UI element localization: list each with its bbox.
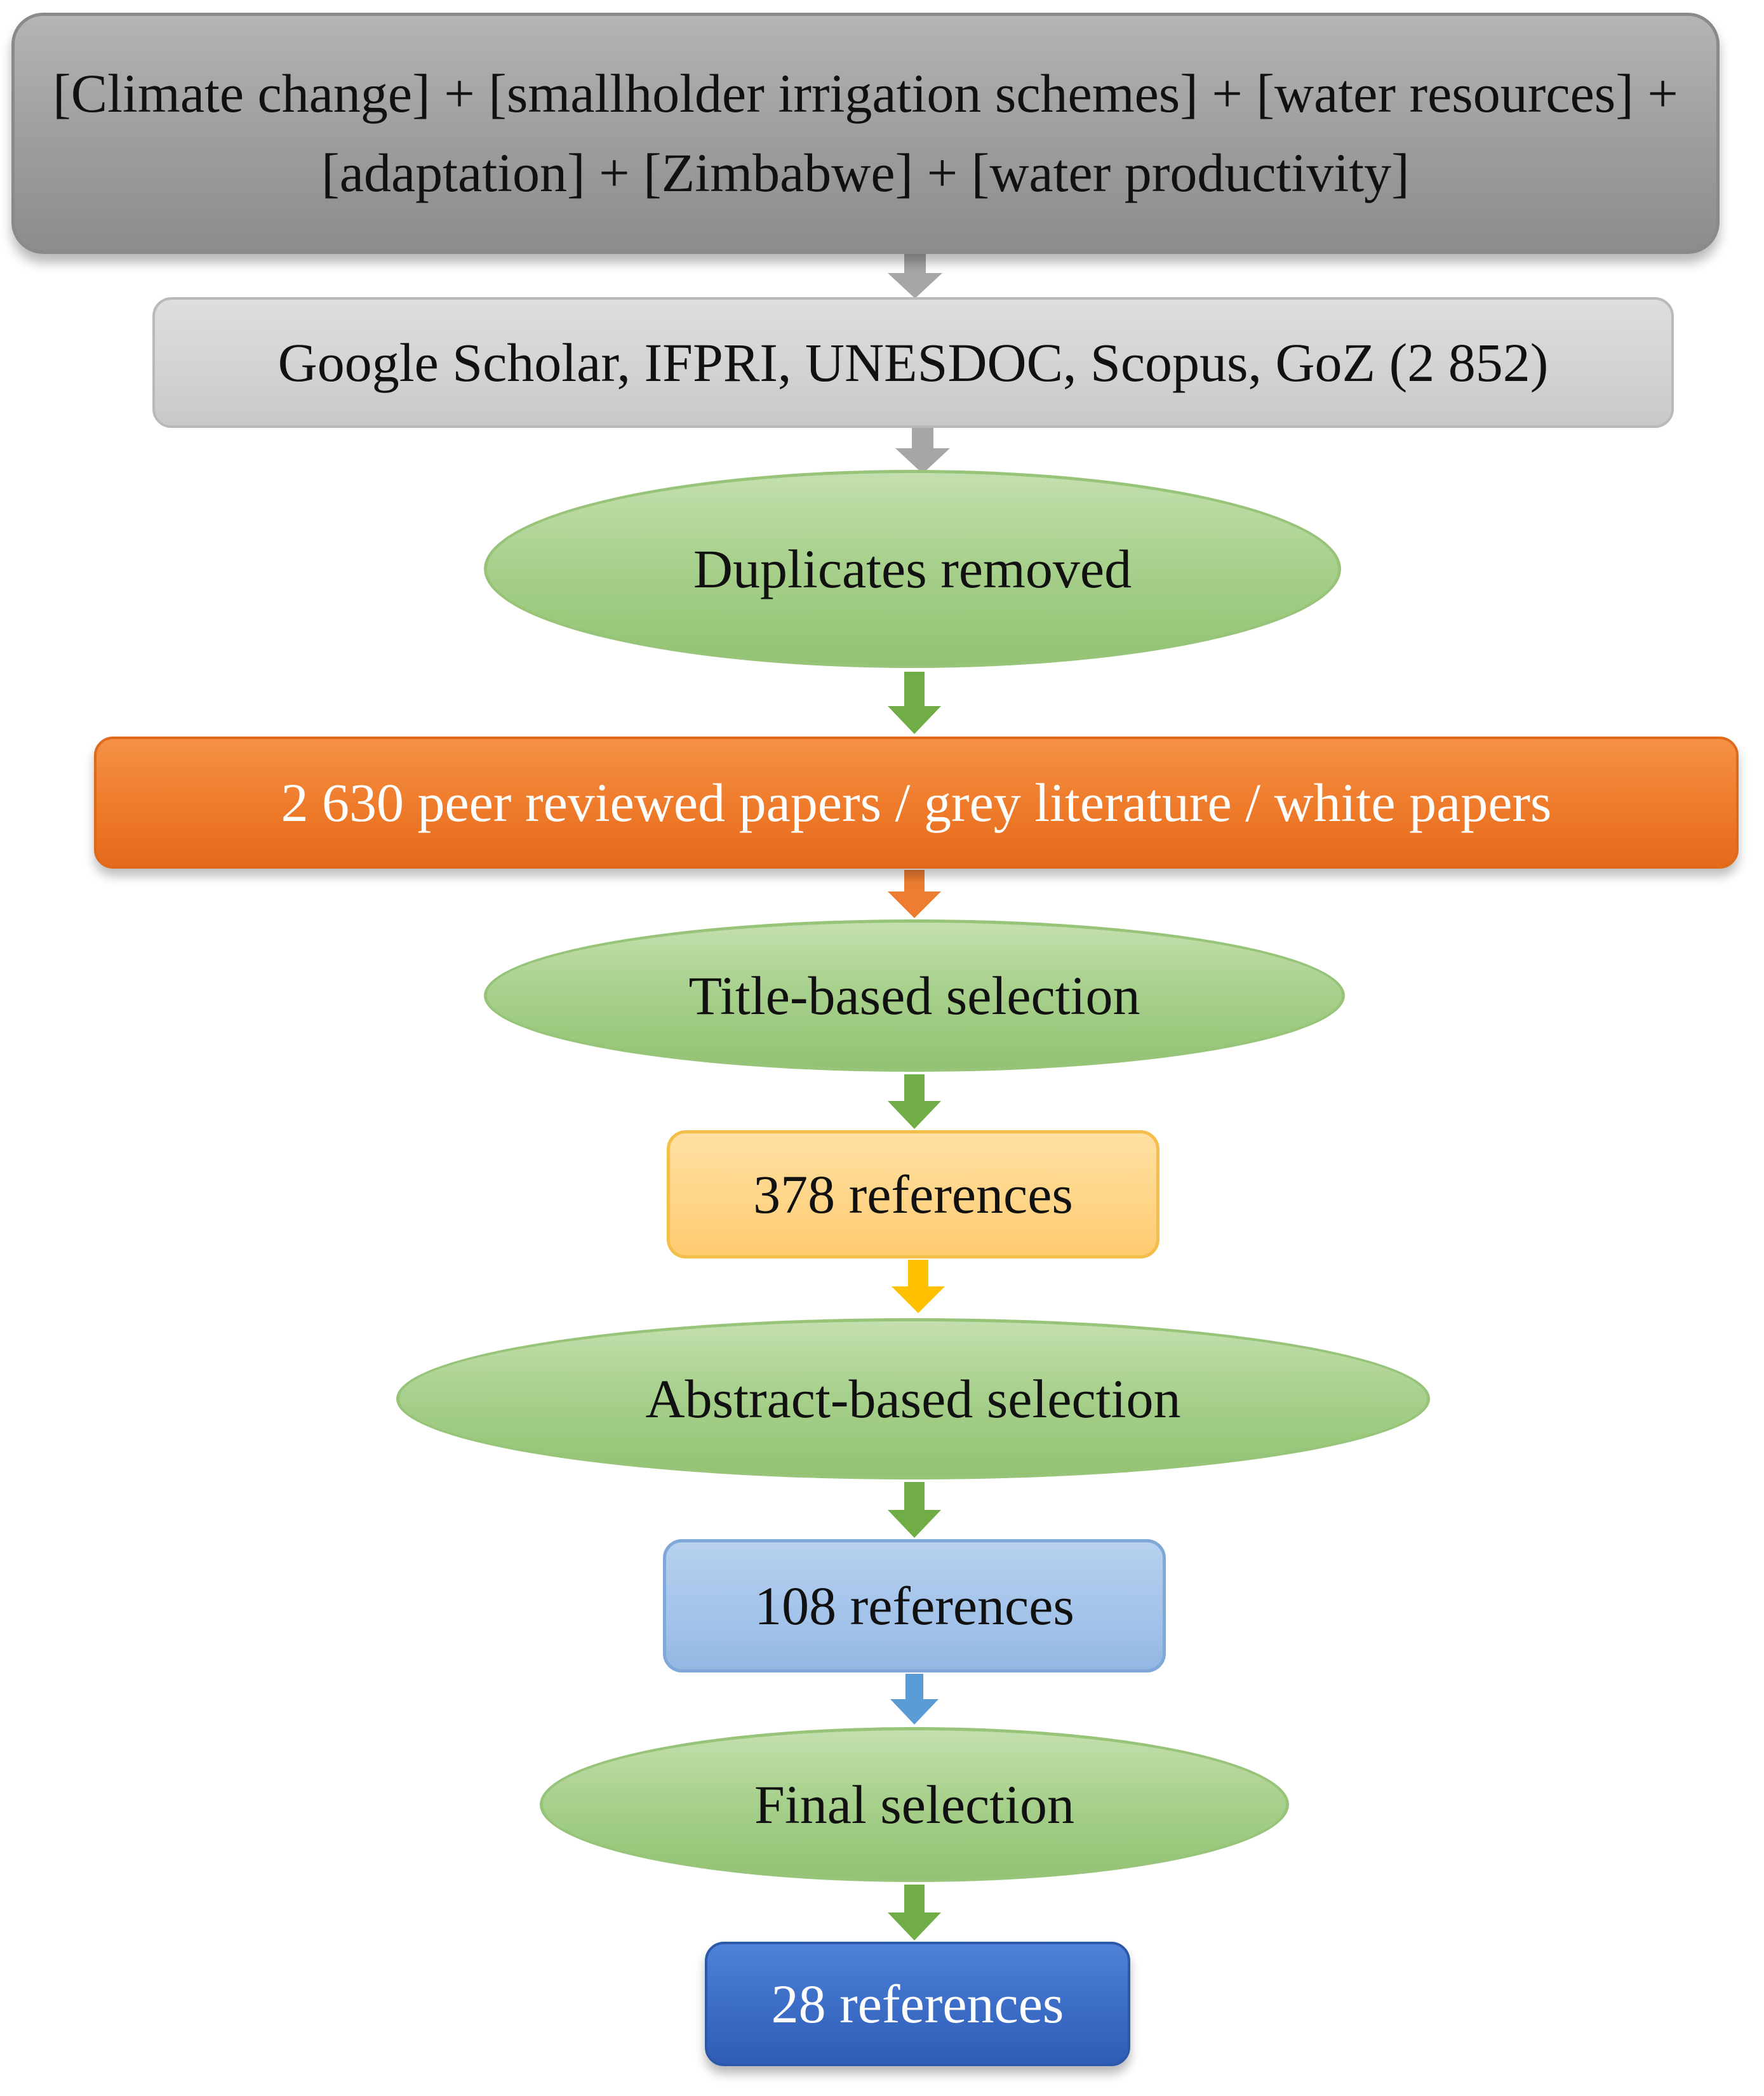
arrow-title-to-378	[888, 1074, 941, 1129]
references-108-box: 108 references	[663, 1539, 1166, 1672]
arrow-final-to-28	[888, 1885, 941, 1940]
arrow-query-to-databases	[888, 253, 942, 298]
duplicates-removed-ellipse: Duplicates removed	[484, 470, 1341, 668]
databases-box: Google Scholar, IFPRI, UNESDOC, Scopus, …	[152, 297, 1674, 428]
final-selection-text: Final selection	[754, 1773, 1074, 1835]
papers-2630-text: 2 630 peer reviewed papers / grey litera…	[281, 771, 1552, 833]
title-selection-ellipse: Title-based selection	[484, 919, 1345, 1072]
title-selection-text: Title-based selection	[688, 965, 1140, 1026]
duplicates-removed-text: Duplicates removed	[693, 538, 1132, 599]
references-108-text: 108 references	[754, 1575, 1074, 1636]
arrow-duplicates-to-papers	[888, 672, 941, 734]
abstract-selection-text: Abstract-based selection	[645, 1368, 1181, 1429]
references-28-box: 28 references	[705, 1942, 1130, 2066]
search-query-text: [Climate change] + [smallholder irrigati…	[53, 63, 1678, 203]
final-selection-ellipse: Final selection	[540, 1727, 1289, 1882]
arrow-378-to-abstract	[892, 1260, 945, 1313]
references-378-text: 378 references	[753, 1163, 1073, 1225]
references-28-text: 28 references	[771, 1973, 1064, 2034]
arrow-papers-to-title	[888, 870, 941, 918]
abstract-selection-ellipse: Abstract-based selection	[396, 1318, 1430, 1479]
references-378-box: 378 references	[667, 1130, 1159, 1258]
arrow-108-to-final	[890, 1674, 939, 1725]
databases-text: Google Scholar, IFPRI, UNESDOC, Scopus, …	[277, 331, 1549, 393]
search-query-box: [Climate change] + [smallholder irrigati…	[11, 13, 1720, 254]
arrow-databases-to-duplicates	[895, 428, 950, 474]
papers-2630-box: 2 630 peer reviewed papers / grey litera…	[94, 737, 1739, 869]
arrow-abstract-to-108	[888, 1482, 941, 1538]
